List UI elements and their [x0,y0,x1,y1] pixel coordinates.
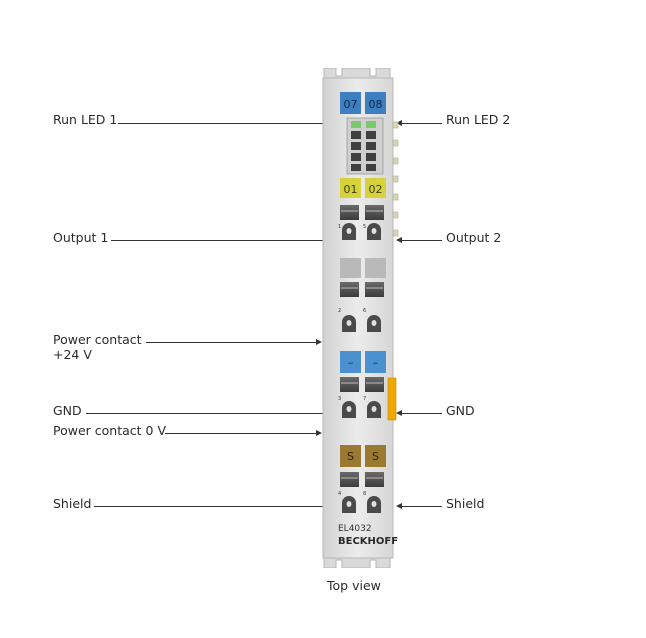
label-output-1: Output 1 [53,230,109,245]
pin-7-label: 7 [363,396,366,402]
blank-tab-right [365,258,386,278]
tab-minus-2 [365,351,386,373]
tab-s-2-text: S [372,450,379,463]
tab-minus-1-text: – [348,356,354,369]
leader-gnd-right [402,413,442,414]
tab-02-text: 02 [369,183,383,196]
arrow-run-led-2 [396,120,402,126]
tab-s-1 [340,445,361,467]
leader-shield-left [94,506,328,507]
label-run-led-1: Run LED 1 [53,112,118,127]
leader-power-contact-24v [146,342,316,343]
blank-tab-left [340,258,361,278]
tab-08 [365,92,386,114]
pin-1-label: 1 [338,224,341,230]
arrow-power-contact-24v [316,339,322,345]
label-gnd-right: GND [446,403,475,418]
label-shield-left: Shield [53,496,92,511]
led-run-1 [351,121,361,128]
release-slot-6 [365,282,384,297]
pin-3-label: 3 [338,396,341,402]
tab-s-1-text: S [347,450,354,463]
terminal-module: 07 08 01 02 1 5 2 6 – – [322,68,399,568]
label-power-contact-0v: Power contact 0 V [53,423,166,438]
release-slot-5 [365,205,384,220]
side-contacts [392,121,399,237]
tab-02 [365,178,386,198]
release-slot-3 [340,377,359,392]
leader-run-led-2 [402,123,442,124]
leader-power-contact-0v [165,433,316,434]
brand-text: BECKHOFF [338,536,398,547]
led-slots [351,131,376,171]
tab-07-text: 07 [344,98,358,111]
arrow-output-2 [396,237,402,243]
release-slot-2 [340,282,359,297]
label-power-contact-24v-value: +24 V [53,347,92,362]
arrow-gnd-right [396,410,402,416]
pin-4-label: 4 [338,491,341,497]
tab-minus-1 [340,351,361,373]
led-run-2 [366,121,376,128]
leader-shield-right [402,506,442,507]
pin-8-label: 8 [363,491,366,497]
tab-s-2 [365,445,386,467]
orange-power-contact [387,377,397,421]
label-output-2: Output 2 [446,230,502,245]
label-shield-right: Shield [446,496,485,511]
release-slot-7 [365,377,384,392]
leader-run-led-1 [118,123,328,124]
pin-2-label: 2 [338,308,341,314]
leader-output-1 [111,240,328,241]
tab-01 [340,178,361,198]
arrow-shield-right [396,503,402,509]
tab-01-text: 01 [344,183,358,196]
model-text: EL4032 [338,524,372,534]
label-power-contact-24v: Power contact [53,332,142,347]
label-run-led-2: Run LED 2 [446,112,511,127]
tab-07 [340,92,361,114]
release-slot-4 [340,472,359,487]
pin-5-label: 5 [363,224,366,230]
arrow-power-contact-0v [316,430,322,436]
leader-gnd-left [86,413,328,414]
release-slot-1 [340,205,359,220]
pin-6-label: 6 [363,308,366,314]
leader-output-2 [402,240,442,241]
tab-08-text: 08 [369,98,383,111]
release-slot-8 [365,472,384,487]
label-gnd-left: GND [53,403,82,418]
tab-minus-2-text: – [373,356,379,369]
caption-top-view: Top view [327,578,381,593]
bottom-latch [323,555,391,568]
